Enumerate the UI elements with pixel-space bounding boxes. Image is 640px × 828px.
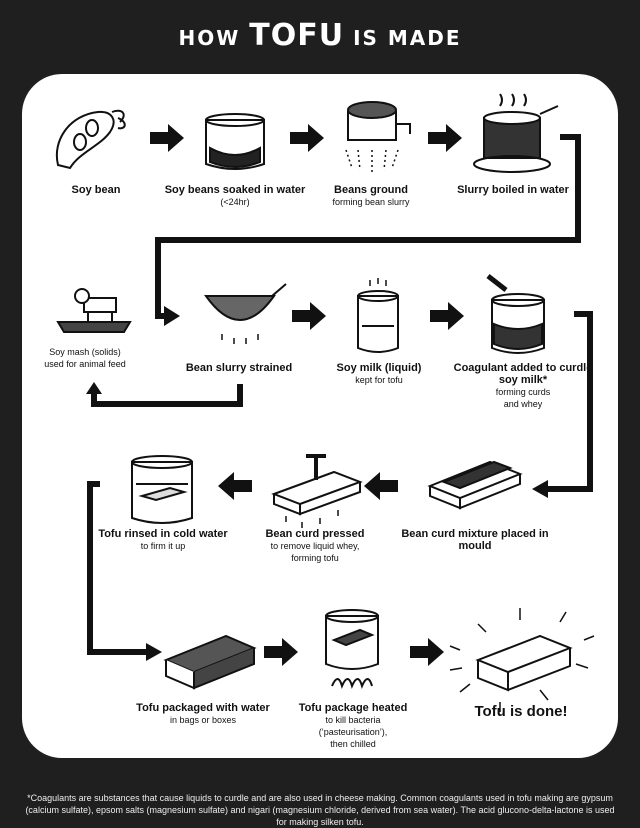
step-title: Tofu is done! (474, 703, 568, 720)
arrowhead-mash (86, 382, 102, 394)
step-title: Soy beans soaked in water (164, 184, 306, 196)
step-detail: (‘pasteurisation’), (318, 727, 388, 737)
step-soy-mash: Soy mash (solids) used for animal feed (20, 346, 150, 370)
arrow-5 (292, 302, 326, 330)
footnote: *Coagulants are substances that cause li… (25, 793, 615, 827)
step-title: Coagulant added to curdle soy milk* (453, 362, 593, 386)
arrowhead-mould (532, 480, 548, 498)
step-title: Tofu packaged with water (136, 702, 270, 714)
soy-milk-glass-icon (357, 278, 399, 353)
step-title: Bean slurry strained (185, 362, 293, 374)
arrowhead-strain (164, 306, 180, 326)
arrow-3 (428, 124, 462, 152)
step-soy-bean: Soy bean (21, 184, 171, 196)
connector-rinse-to-pack (87, 481, 146, 655)
step-mould: Bean curd mixture placed in mould (400, 528, 550, 552)
step-detail: to firm it up (140, 541, 186, 551)
step-detail: in bags or boxes (169, 715, 237, 725)
step-soaked: Soy beans soaked in water (<24hr) (160, 184, 310, 208)
connector-coag-to-mould (546, 311, 593, 492)
step-ground: Beans ground forming bean slurry (296, 184, 446, 208)
step-title: Tofu rinsed in cold water (98, 528, 228, 540)
step-detail: to kill bacteria (325, 715, 381, 725)
step-rinsed: Tofu rinsed in cold water to firm it up (88, 528, 238, 552)
step-detail: forming tofu (291, 553, 339, 563)
rinse-glass-icon (131, 455, 193, 524)
title-suffix: IS MADE (353, 26, 462, 50)
arrow-6 (430, 302, 464, 330)
title-prefix: HOW (178, 26, 241, 50)
step-detail: and whey (503, 399, 543, 409)
step-boiled: Slurry boiled in water (438, 184, 588, 196)
step-detail: Soy mash (solids) (49, 347, 121, 357)
step-detail: to remove liquid whey, (270, 541, 360, 551)
press-icon (271, 454, 363, 528)
step-title: Tofu package heated (298, 702, 408, 714)
step-title: Soy milk (liquid) (336, 362, 422, 374)
step-heated: Tofu package heated to kill bacteria (‘p… (278, 702, 428, 750)
step-detail: used for animal feed (44, 359, 126, 369)
step-detail: (<24hr) (220, 197, 250, 207)
soaking-glass-icon (205, 113, 265, 170)
step-strained: Bean slurry strained (164, 362, 314, 374)
soybean-pod-icon (55, 109, 126, 170)
cow-icon (56, 288, 132, 333)
connector-strain-to-mash (91, 384, 243, 407)
step-title: Soy bean (71, 184, 121, 196)
finished-tofu-icon (449, 608, 595, 712)
step-title: Bean curd pressed (265, 528, 365, 540)
mould-icon (427, 460, 523, 510)
grinder-icon (345, 101, 411, 172)
step-title: Beans ground (334, 184, 408, 196)
step-title: Bean curd mixture placed in mould (401, 528, 549, 552)
title-main: TOFU (249, 18, 345, 53)
arrowhead-pack (146, 643, 162, 661)
arrow-9 (218, 472, 252, 500)
arrow-8 (364, 472, 398, 500)
step-pressed: Bean curd pressed to remove liquid whey,… (240, 528, 390, 564)
arrow-2 (290, 124, 324, 152)
step-soy-milk: Soy milk (liquid) kept for tofu (304, 362, 454, 386)
boiling-pot-icon (473, 93, 559, 173)
heating-glass-icon (325, 609, 379, 689)
step-detail: forming curds (495, 387, 551, 397)
arrow-11 (264, 638, 298, 666)
step-done: Tofu is done! (446, 703, 596, 720)
step-detail: then chilled (330, 739, 376, 749)
step-title: Slurry boiled in water (457, 184, 569, 196)
page-title: HOW TOFU IS MADE (0, 18, 640, 53)
colander-icon (204, 283, 287, 344)
step-coagulant: Coagulant added to curdle soy milk* form… (448, 362, 598, 410)
arrow-1 (150, 124, 184, 152)
step-packaged: Tofu packaged with water in bags or boxe… (128, 702, 278, 726)
step-detail: forming bean slurry (332, 197, 410, 207)
coagulant-pot-icon (486, 274, 545, 354)
arrow-12 (410, 638, 444, 666)
tofu-package-icon (163, 634, 257, 690)
step-detail: kept for tofu (355, 375, 403, 385)
connector-boil-to-strain (155, 134, 581, 319)
